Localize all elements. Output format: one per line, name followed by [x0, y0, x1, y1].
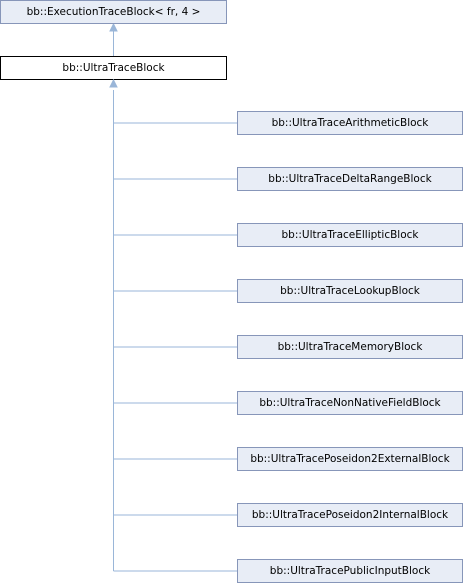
- base-edge: [109, 22, 118, 56]
- derived-class-box-7[interactable]: [237, 503, 463, 527]
- current-class-label: bb::UltraTraceBlock: [62, 62, 165, 74]
- derived-class-2[interactable]: bb::UltraTraceEllipticBlock: [113, 223, 463, 247]
- base-class-label: bb::ExecutionTraceBlock< fr, 4 >: [27, 6, 201, 18]
- derived-class-label-5: bb::UltraTraceNonNativeFieldBlock: [259, 397, 441, 409]
- derived-class-0[interactable]: bb::UltraTraceArithmeticBlock: [113, 111, 463, 135]
- derived-class-box-6[interactable]: [237, 447, 463, 471]
- derived-class-3[interactable]: bb::UltraTraceLookupBlock: [113, 279, 463, 303]
- derived-class-1[interactable]: bb::UltraTraceDeltaRangeBlock: [113, 167, 463, 191]
- derived-class-4[interactable]: bb::UltraTraceMemoryBlock: [113, 335, 463, 359]
- derived-class-label-2: bb::UltraTraceEllipticBlock: [282, 229, 420, 241]
- derived-class-label-8: bb::UltraTracePublicInputBlock: [270, 565, 431, 577]
- derived-class-label-3: bb::UltraTraceLookupBlock: [280, 285, 421, 297]
- derived-class-box-2[interactable]: [237, 223, 463, 247]
- derived-class-box-3[interactable]: [237, 279, 463, 303]
- derived-trunk-arrowhead: [109, 78, 118, 88]
- derived-class-label-1: bb::UltraTraceDeltaRangeBlock: [268, 173, 432, 185]
- current-class-node: bb::UltraTraceBlock: [0, 56, 227, 80]
- derived-class-label-6: bb::UltraTracePoseidon2ExternalBlock: [250, 453, 450, 465]
- derived-class-label-0: bb::UltraTraceArithmeticBlock: [272, 117, 430, 129]
- derived-class-box-5[interactable]: [237, 391, 463, 415]
- base-edge-arrowhead: [109, 22, 118, 32]
- base-class-node[interactable]: bb::ExecutionTraceBlock< fr, 4 >: [0, 0, 227, 24]
- derived-class-label-4: bb::UltraTraceMemoryBlock: [278, 341, 424, 353]
- derived-class-6[interactable]: bb::UltraTracePoseidon2ExternalBlock: [113, 447, 463, 471]
- derived-class-8[interactable]: bb::UltraTracePublicInputBlock: [113, 559, 463, 583]
- derived-class-box-0[interactable]: [237, 111, 463, 135]
- derived-class-7[interactable]: bb::UltraTracePoseidon2InternalBlock: [113, 503, 463, 527]
- derived-trunk: [109, 78, 118, 571]
- derived-class-box-4[interactable]: [237, 335, 463, 359]
- derived-class-label-7: bb::UltraTracePoseidon2InternalBlock: [252, 509, 449, 521]
- derived-class-5[interactable]: bb::UltraTraceNonNativeFieldBlock: [113, 391, 463, 415]
- base-class-box[interactable]: [0, 0, 227, 24]
- derived-class-box-8[interactable]: [237, 559, 463, 583]
- derived-class-box-1[interactable]: [237, 167, 463, 191]
